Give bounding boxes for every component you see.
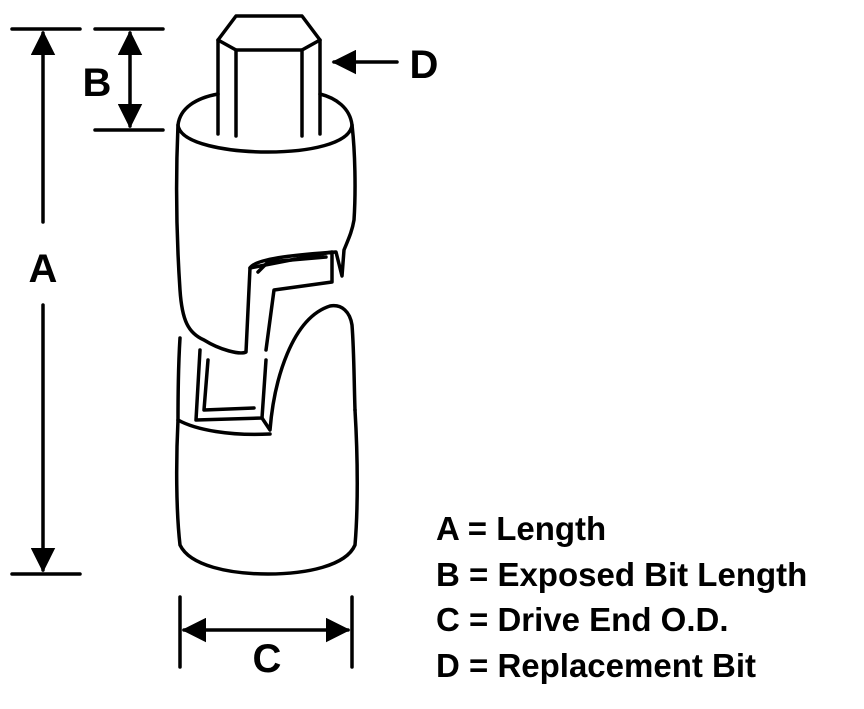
legend-item-length: A = Length [436, 510, 607, 547]
lower-yoke-arm [260, 303, 357, 432]
lower-yoke-shoulder [176, 418, 272, 437]
upper-yoke-window-inner [256, 255, 328, 274]
legend-item-drive-end-od: C = Drive End O.D. [436, 601, 729, 638]
pivot-block-outline [194, 348, 268, 422]
dimension-b [93, 27, 165, 132]
pivot-block-inner [202, 358, 256, 412]
label-d: D [410, 43, 439, 87]
label-a: A [29, 247, 58, 291]
hex-bit-top-face [216, 14, 322, 52]
upper-yoke-body [174, 123, 357, 355]
pivot-block [194, 348, 268, 422]
lower-yoke [174, 303, 359, 576]
label-c: C [253, 637, 282, 681]
label-b: B [83, 61, 112, 105]
legend-item-exposed-bit-length: B = Exposed Bit Length [436, 555, 808, 593]
dimension-c [178, 595, 354, 669]
lower-yoke-body [174, 336, 359, 576]
upper-yoke [174, 92, 357, 355]
upper-yoke-collar-rim [176, 92, 354, 154]
legend: A = Length B = Exposed Bit Length C = Dr… [436, 506, 807, 688]
dimension-a [10, 27, 82, 576]
legend-item-replacement-bit: D = Replacement Bit [436, 646, 757, 684]
hex-bit [216, 14, 322, 138]
